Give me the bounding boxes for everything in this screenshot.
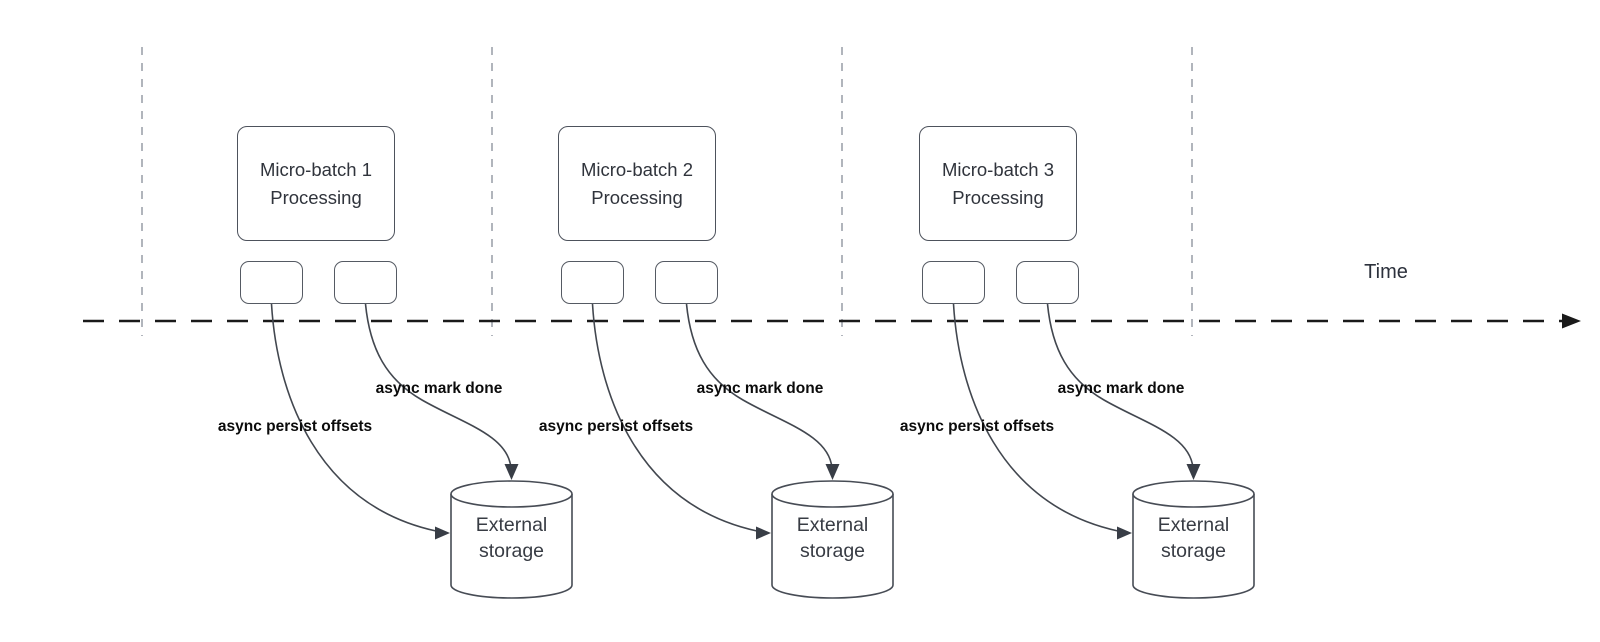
persist-offsets-label: async persist offsets: [538, 418, 694, 435]
mark-done-task-box: [1016, 261, 1079, 304]
persist-offsets-arrow: [952, 303, 1119, 532]
mark-done-task-box: [334, 261, 397, 304]
external-storage-label: External storage: [451, 483, 572, 593]
mark-done-label: async mark done: [375, 380, 503, 397]
micro-batch-title-line1: Micro-batch 3: [941, 158, 1055, 180]
batch-group-1: Micro-batch 1 Processing async persist o…: [218, 0, 577, 642]
storage-cylinder-top: [1132, 480, 1255, 508]
mark-done-arrow: [364, 303, 512, 469]
storage-cylinder-top: [450, 480, 573, 508]
storage-cylinder-shape: [450, 494, 573, 599]
mark-done-label: async mark done: [1057, 380, 1185, 397]
persist-offsets-label: async persist offsets: [899, 418, 1055, 435]
storage-cylinder-top: [771, 480, 894, 508]
storage-label-line1: External: [1157, 514, 1230, 536]
micro-batch-box: Micro-batch 2 Processing: [558, 126, 716, 241]
external-storage-label: External storage: [772, 483, 893, 593]
micro-batch-title-line2: Processing: [952, 186, 1044, 208]
micro-batch-box: Micro-batch 1 Processing: [237, 126, 395, 241]
markdone-arrowhead-icon: [504, 464, 519, 480]
batch-1-arrows-layer: [270, 303, 573, 599]
batch-2-arrows-layer: [591, 303, 894, 599]
micro-batch-title-line1: Micro-batch 1: [259, 158, 373, 180]
persist-arrowhead-icon: [756, 526, 771, 540]
offset-task-box: [561, 261, 624, 304]
micro-batch-box: Micro-batch 3 Processing: [919, 126, 1077, 241]
mark-done-arrow: [685, 303, 833, 469]
markdone-arrowhead-icon: [1186, 464, 1201, 480]
storage-cylinder-shape: [771, 494, 894, 599]
offset-task-box: [240, 261, 303, 304]
persist-offsets-arrow: [270, 303, 437, 532]
persist-offsets-label: async persist offsets: [217, 418, 373, 435]
persist-arrowhead-icon: [1117, 526, 1132, 540]
storage-cylinder-shape: [1132, 494, 1255, 599]
storage-label-line1: External: [796, 514, 869, 536]
storage-label-line2: storage: [1160, 540, 1227, 562]
mark-done-label: async mark done: [696, 380, 824, 397]
persist-offsets-arrow: [591, 303, 758, 532]
micro-batch-title-line2: Processing: [591, 186, 683, 208]
batch-group-2: Micro-batch 2 Processing async persist o…: [539, 0, 898, 642]
markdone-arrowhead-icon: [825, 464, 840, 480]
persist-arrowhead-icon: [435, 526, 450, 540]
time-axis-arrowhead-icon: [1562, 313, 1581, 329]
batch-group-3: Micro-batch 3 Processing async persist o…: [900, 0, 1259, 642]
mark-done-arrow: [1046, 303, 1194, 469]
micro-batch-title-line2: Processing: [270, 186, 362, 208]
storage-label-line1: External: [475, 514, 548, 536]
external-storage-label: External storage: [1133, 483, 1254, 593]
offset-task-box: [922, 261, 985, 304]
batch-3-arrows-layer: [952, 303, 1255, 599]
micro-batch-title-line1: Micro-batch 2: [580, 158, 694, 180]
mark-done-task-box: [655, 261, 718, 304]
storage-label-line2: storage: [799, 540, 866, 562]
storage-label-line2: storage: [478, 540, 545, 562]
time-axis-label: Time: [1364, 261, 1408, 283]
